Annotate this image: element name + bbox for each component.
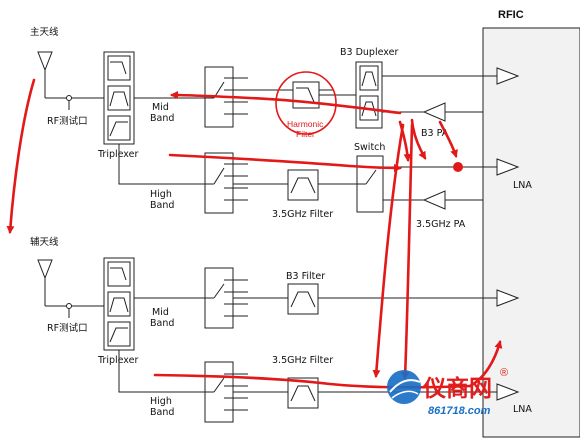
b3-pa-icon: [422, 102, 446, 122]
main-triplexer-label: Triplexer: [97, 149, 138, 160]
main-rf-test-port-label: RF测试口: [47, 115, 88, 127]
b3-filter-label: B3 Filter: [286, 271, 325, 282]
pa-35-label: 3.5GHz PA: [416, 219, 466, 230]
watermark-logo: 仪商网 ® 861718.com: [387, 367, 508, 417]
main-antenna-label: 主天线: [30, 26, 59, 38]
aux-mid-band-label-2: Band: [150, 318, 174, 329]
switch-label: Switch: [354, 142, 385, 153]
aux-rf-test-port-label: RF测试口: [47, 322, 88, 334]
rfic-title: RFIC: [498, 9, 524, 21]
main-high-band-label-2: Band: [150, 200, 174, 211]
main-35ghz-filter: [287, 169, 319, 201]
aux-triplexer: [103, 257, 135, 351]
high-band-switch-block: [356, 155, 384, 213]
main-35ghz-filter-label: 3.5GHz Filter: [272, 209, 333, 220]
harmonic-filter-highlight: [275, 71, 337, 135]
aux-35ghz-filter-label: 3.5GHz Filter: [272, 355, 333, 366]
main-triplexer: [103, 51, 135, 145]
aux-triplexer-label: Triplexer: [97, 355, 138, 366]
main-rf-test-port-icon: [66, 95, 72, 101]
main-antenna-icon: [37, 51, 104, 99]
b3-filter: [287, 283, 319, 315]
main-rx-amp-icon: [496, 67, 520, 85]
lna-amp-icon: [496, 158, 520, 176]
watermark-globe-icon: [387, 370, 421, 404]
aux-mid-band-switch: [204, 267, 248, 329]
interference-point-icon: [453, 162, 463, 172]
aux-lna-amp-icon: [496, 383, 520, 401]
aux-high-band-label-1: High: [150, 396, 172, 407]
harmonic-filter-label-1: Harmonic: [287, 119, 324, 129]
main-high-band-label-1: High: [150, 189, 172, 200]
harmonic-filter-label-2: Filter: [296, 129, 315, 139]
b3-duplexer-label: B3 Duplexer: [340, 47, 398, 58]
main-high-band-switch: [204, 152, 248, 214]
aux-mid-band-label-1: Mid: [152, 307, 169, 318]
lna-label: LNA: [513, 180, 532, 191]
main-mid-band-label-1: Mid: [152, 102, 169, 113]
main-mid-band-label-2: Band: [150, 113, 174, 124]
aux-rf-test-port-icon: [66, 303, 72, 309]
b3-pa-label: B3 PA: [421, 128, 449, 139]
aux-b3-rx-amp-icon: [496, 289, 520, 307]
b3-duplexer: [355, 61, 383, 129]
aux-lna-label: LNA: [513, 404, 532, 415]
aux-high-band-switch: [204, 361, 248, 423]
watermark-url: 861718.com: [428, 405, 491, 417]
aux-antenna-label: 辅天线: [30, 236, 59, 248]
watermark-registered: ®: [500, 367, 508, 379]
pa-35-icon: [422, 190, 446, 210]
watermark-brand: 仪商网: [422, 375, 492, 402]
rfic-block: [482, 27, 580, 438]
aux-high-band-label-2: Band: [150, 407, 174, 418]
aux-antenna-icon: [37, 259, 104, 307]
